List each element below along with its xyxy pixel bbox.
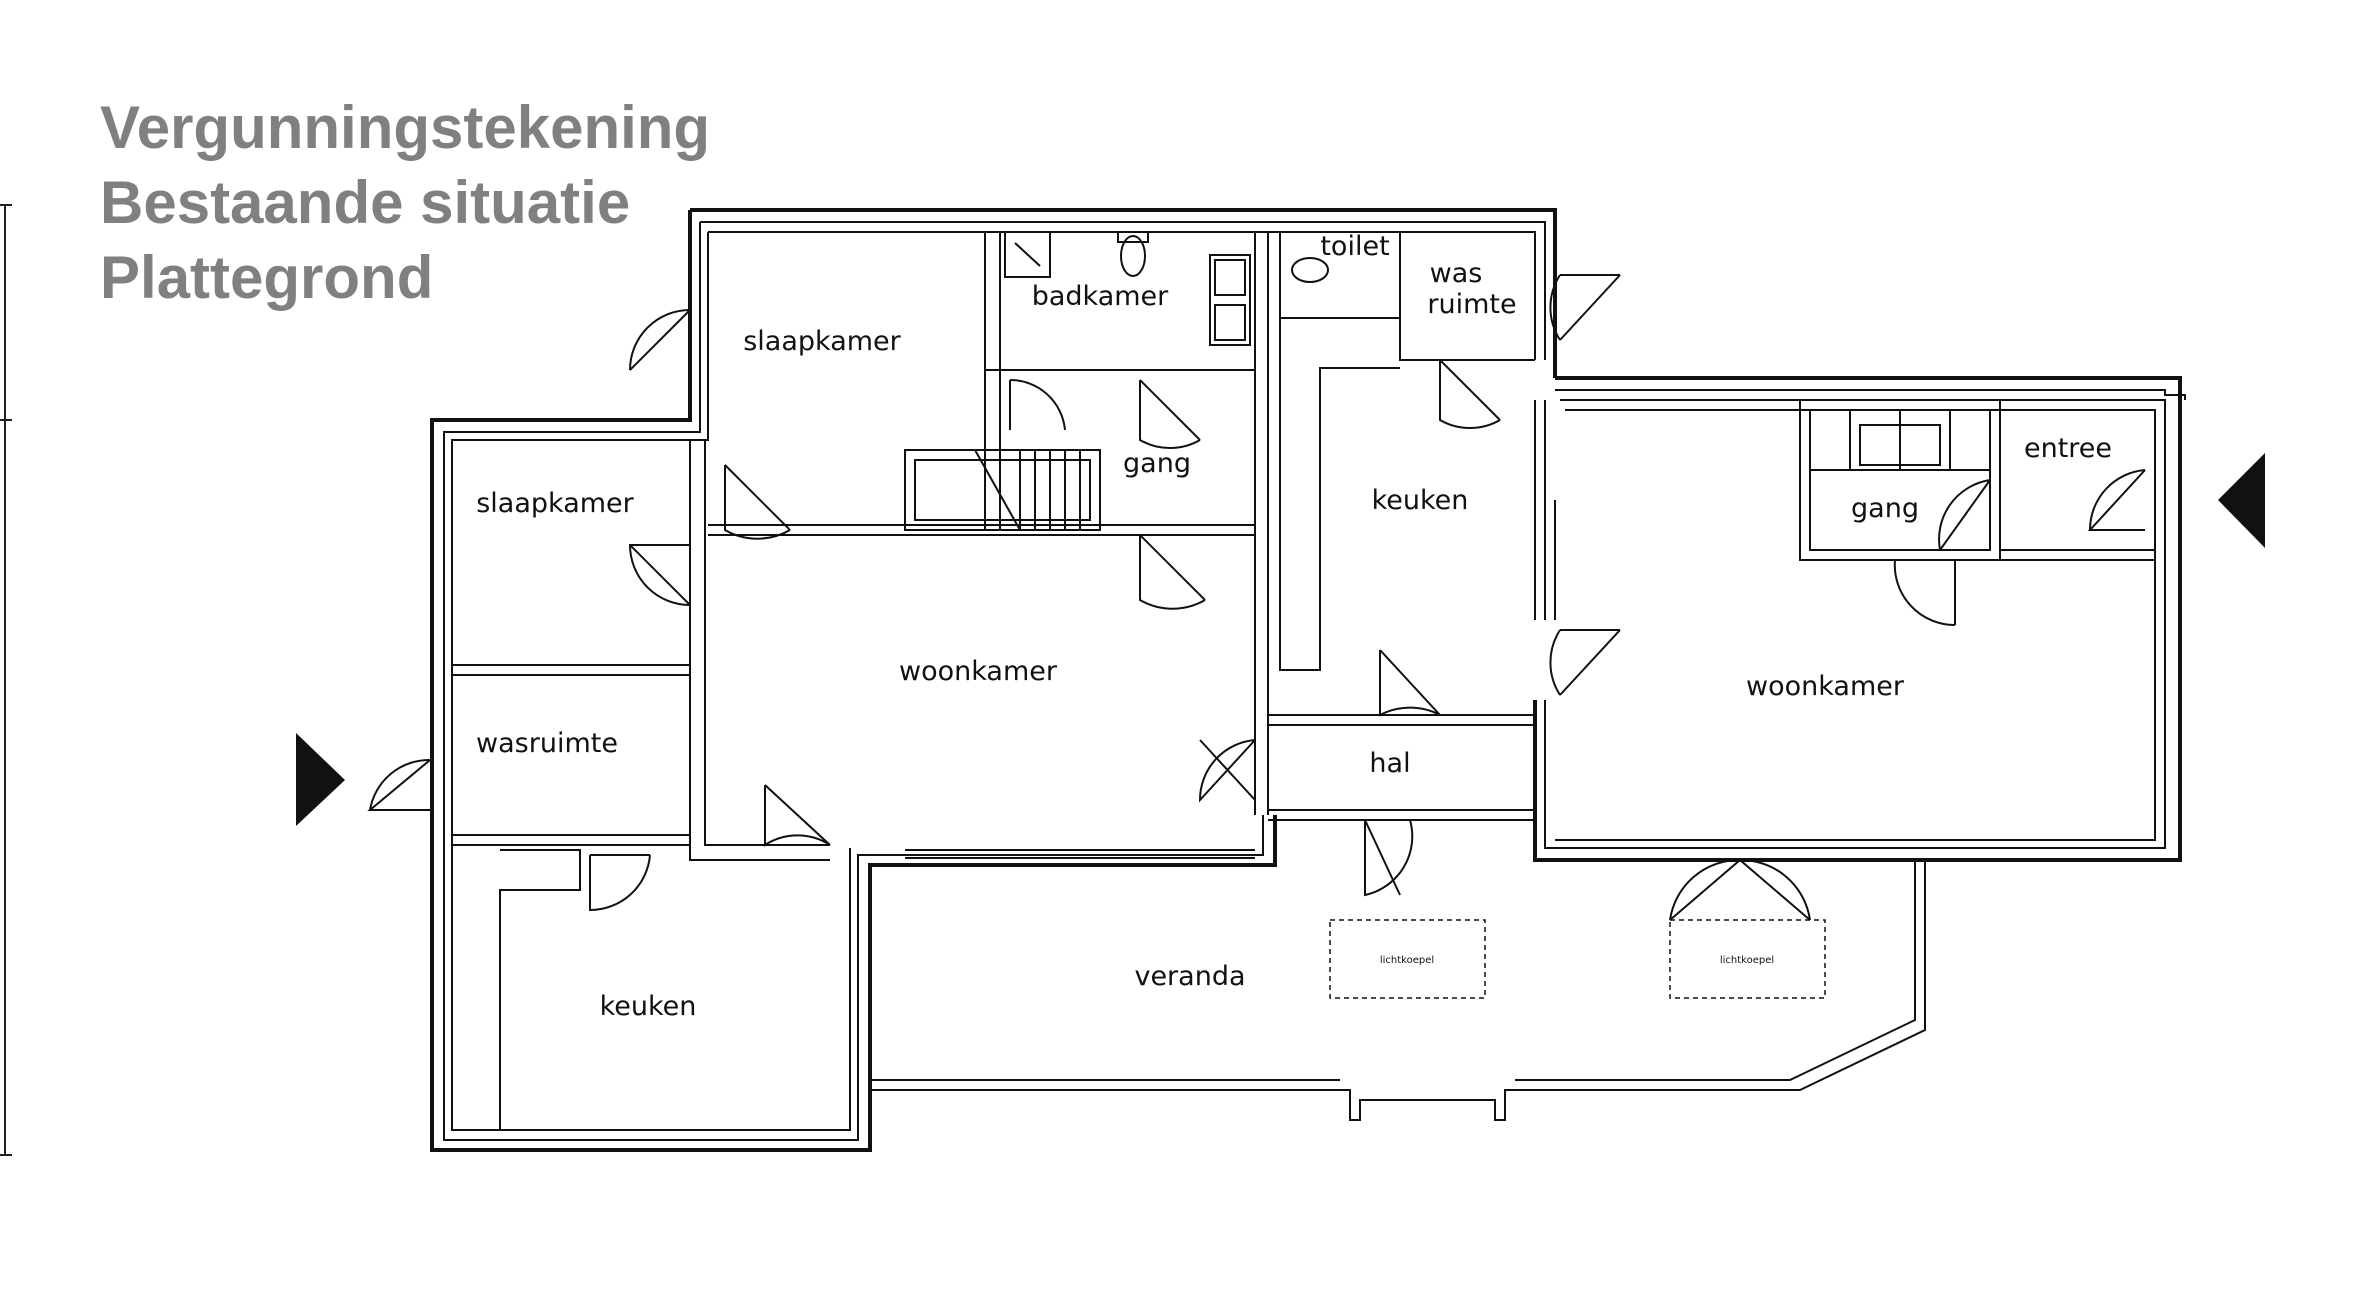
room-label-veranda: veranda (1134, 961, 1245, 992)
room-label-slaapkamer-top: slaapkamer (743, 326, 901, 357)
title-line-1: Vergunningstekening (100, 94, 711, 161)
room-label-gang-middle: gang (1123, 448, 1191, 479)
room-label-keuken-middle: keuken (1372, 485, 1469, 516)
title-line-2: Bestaande situatie (100, 169, 631, 236)
room-label-hal: hal (1369, 748, 1410, 779)
entrance-left-arrow-icon (296, 733, 345, 826)
room-label-woonkamer-right: woonkamer (1746, 671, 1905, 702)
room-label-gang-right: gang (1851, 493, 1919, 524)
room-label-toilet: toilet (1320, 231, 1389, 262)
room-label-woonkamer-left: woonkamer (899, 656, 1058, 687)
room-label-slaapkamer-left: slaapkamer (476, 488, 634, 519)
interior-walls (452, 232, 2155, 1130)
skylight-label-1: lichtkoepel (1380, 955, 1434, 966)
skylight-label-2: lichtkoepel (1720, 955, 1774, 966)
dimension-line (0, 204, 12, 1156)
room-label-entree: entree (2024, 433, 2112, 464)
entrance-right-arrow-icon (2218, 453, 2265, 548)
room-label-was: was (1430, 258, 1483, 289)
bathroom-fixtures (1004, 231, 1329, 346)
windows (715, 377, 2155, 1141)
left-house-walls (430, 208, 1557, 1152)
title-line-3: Plattegrond (100, 244, 434, 311)
right-house-walls (1533, 376, 2186, 862)
room-label-keuken-bottom: keuken (600, 991, 697, 1022)
room-label-ruimte: ruimte (1427, 289, 1516, 320)
skylights (1329, 919, 1826, 999)
veranda-outline (870, 860, 1926, 1121)
doors (367, 274, 2146, 921)
room-label-wasruimte: wasruimte (476, 728, 618, 759)
drawing-title-block: Vergunningstekening Bestaande situatie P… (100, 90, 710, 315)
room-label-badkamer: badkamer (1032, 281, 1169, 312)
